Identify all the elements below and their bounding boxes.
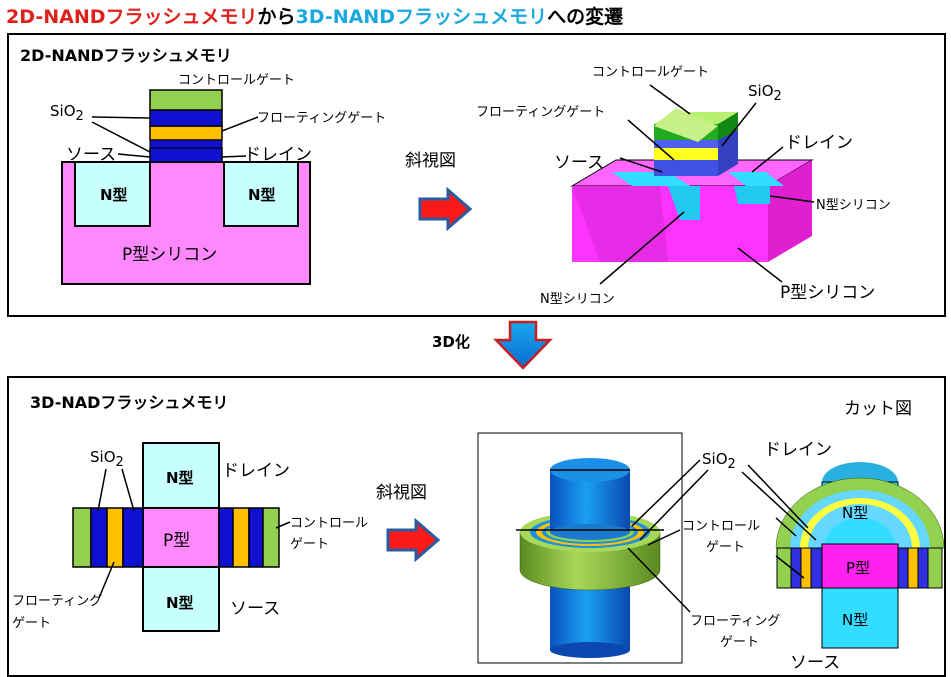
b-control-gate-label-2: ゲート — [290, 537, 330, 552]
b-n-top-label: N型 — [166, 469, 194, 487]
2d-source-label: ソース — [66, 145, 117, 165]
sio2-bottom — [149, 147, 223, 163]
sio2-top — [149, 109, 223, 127]
control-gate-3d-top — [654, 108, 718, 142]
3d-sio2-label: SiO2 — [748, 82, 782, 104]
control-gate — [149, 89, 223, 111]
3d-cut-view — [741, 462, 945, 649]
c-drain-label: ドレイン — [764, 440, 832, 460]
b-control-gate-label-1: コントロール — [290, 516, 369, 531]
cut-view-label: カット図 — [844, 399, 912, 419]
title-flash-memory-1: フラッシュメモリ — [105, 6, 258, 28]
bottom-perspective-label: 斜視図 — [376, 483, 427, 503]
n-region-3d-right-front — [734, 186, 770, 204]
arrow-right-top — [418, 186, 473, 232]
c-floating-gate-label-1: フローティング — [690, 614, 781, 629]
bottom-panel-heading: 3D-NADフラッシュメモリ — [30, 393, 229, 412]
bottom-panel — [7, 376, 946, 677]
page-title: 2D-NANDフラッシュメモリから3D-NANDフラッシュメモリへの変遷 — [6, 2, 623, 29]
3d-floating-gate-label: フローティングゲート — [476, 105, 606, 120]
c-control-gate-label-1: コントロール — [682, 519, 761, 534]
3d-cross-section — [72, 442, 291, 632]
n-region-drain — [223, 161, 299, 227]
top-panel — [7, 33, 946, 317]
arrow-down — [493, 320, 553, 370]
b-floating-gate-label-1: フローティング — [12, 594, 103, 609]
transition-label: 3D化 — [432, 333, 470, 351]
b-floating-gate-label-2: ゲート — [12, 616, 52, 631]
c-sio2-text: SiO — [702, 450, 728, 468]
sio2-mid-gap — [149, 139, 223, 149]
top-perspective-label: 斜視図 — [405, 151, 456, 171]
arrow-right-bottom — [386, 517, 441, 563]
2d-sio2-label: SiO2 — [50, 102, 84, 124]
2d-drain-label: ドレイン — [244, 145, 312, 165]
2d-sio2-sub: 2 — [75, 109, 84, 124]
c-sio2-label: SiO2 — [702, 450, 736, 472]
top-panel-heading: 2D-NANDフラッシュメモリ — [20, 46, 232, 65]
b-sio2-text: SiO — [90, 448, 116, 466]
b-sio2-label: SiO2 — [90, 448, 124, 470]
title-2d-nand: 2D-NAND — [6, 6, 106, 28]
3d-perspective — [477, 432, 709, 664]
2d-n-type-left-label: N型 — [100, 186, 128, 204]
substrate-front-face — [572, 186, 668, 262]
b-sio2-sub: 2 — [115, 455, 124, 470]
3d-sio2-sub: 2 — [773, 89, 782, 104]
2d-sio2-text: SiO — [50, 102, 76, 120]
c-n-bottom-label: N型 — [842, 611, 869, 629]
b-p-label: P型 — [163, 531, 191, 551]
floating-gate — [149, 125, 223, 141]
b-n-bottom-label: N型 — [166, 594, 194, 612]
2d-p-silicon-label: P型シリコン — [122, 245, 218, 265]
3d-n-silicon-bottom-label: N型シリコン — [540, 292, 615, 307]
b-source-label: ソース — [230, 599, 281, 619]
2d-cross-section — [61, 89, 311, 285]
gate-stack-front — [654, 160, 718, 176]
2d-n-type-right-label: N型 — [248, 186, 276, 204]
3d-control-gate-label: コントロールゲート — [592, 65, 710, 80]
2d-floating-gate-label: フローティングゲート — [257, 111, 387, 126]
c-sio2-sub: 2 — [727, 457, 736, 472]
n-region-3d-right-top — [728, 172, 784, 186]
b-drain-label: ドレイン — [222, 461, 290, 481]
3d-source-label: ソース — [554, 153, 605, 173]
n-top — [142, 442, 220, 509]
3d-drain-label: ドレイン — [785, 133, 853, 153]
n-region-source — [74, 161, 151, 227]
title-transition: への変遷 — [547, 6, 624, 28]
c-n-top-label: N型 — [842, 504, 869, 522]
2d-control-gate-label: コントロールゲート — [178, 73, 296, 88]
title-3d-nand: 3D-NAND — [295, 6, 396, 28]
title-from: から — [257, 6, 296, 28]
n-region-3d-left-front — [668, 186, 700, 220]
3d-n-silicon-right-label: N型シリコン — [816, 198, 891, 213]
c-p-label: P型 — [846, 559, 871, 577]
2d-perspective — [570, 84, 815, 285]
3d-sio2-text: SiO — [748, 82, 774, 100]
c-control-gate-label-2: ゲート — [706, 540, 746, 555]
c-source-label: ソース — [790, 653, 841, 673]
title-flash-memory-2: フラッシュメモリ — [395, 6, 548, 28]
3d-p-silicon-label: P型シリコン — [780, 283, 876, 303]
c-floating-gate-label-2: ゲート — [720, 635, 760, 650]
